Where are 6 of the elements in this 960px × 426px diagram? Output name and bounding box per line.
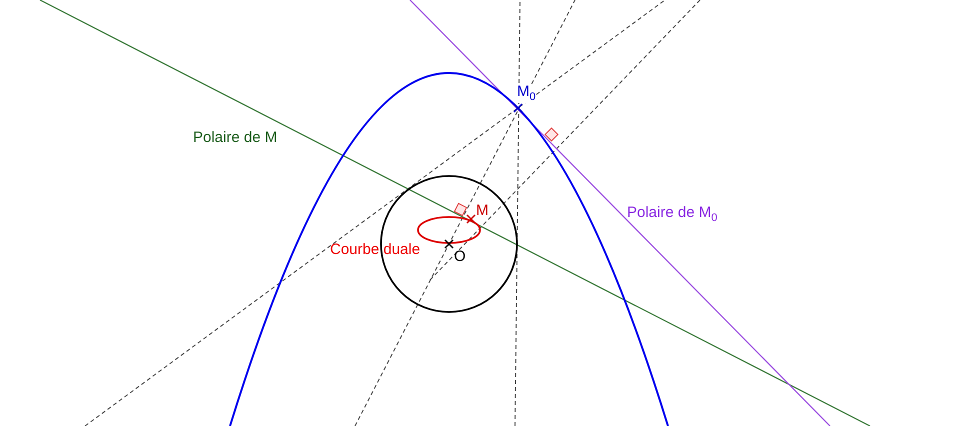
line-label: Polaire de M [193, 130, 278, 145]
point-label: M [476, 203, 488, 218]
point-label: M$_{0}$ [517, 84, 536, 103]
point-label: O [454, 249, 466, 264]
line-label: Polaire de M$_{0}$ [627, 205, 718, 224]
curve-label: Courbe duale [330, 242, 420, 257]
